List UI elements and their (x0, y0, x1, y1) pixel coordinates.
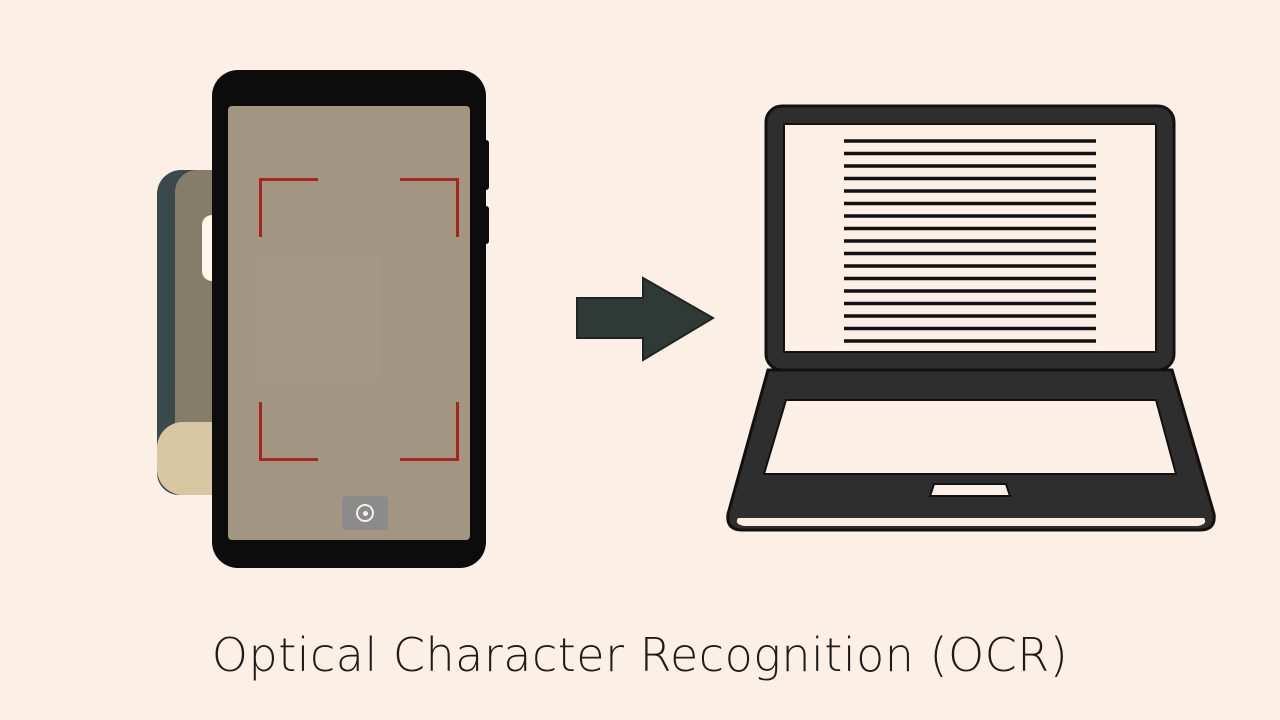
scan-frame-corner-bottom-left (259, 402, 318, 461)
smartphone (212, 70, 489, 568)
scan-frame-corner-bottom-right (400, 402, 459, 461)
document-text-lines (844, 139, 1096, 343)
laptop (726, 104, 1216, 532)
phone-screen (228, 106, 470, 540)
diagram-caption: Optical Character Recognition (OCR) (211, 628, 1069, 682)
camera-icon (342, 496, 388, 530)
arrow-right-icon (576, 276, 715, 362)
phone-side-button (484, 140, 489, 190)
scan-frame-corner-top-right (400, 178, 459, 237)
phone-side-button (484, 206, 489, 244)
scan-frame-corner-top-left (259, 178, 318, 237)
